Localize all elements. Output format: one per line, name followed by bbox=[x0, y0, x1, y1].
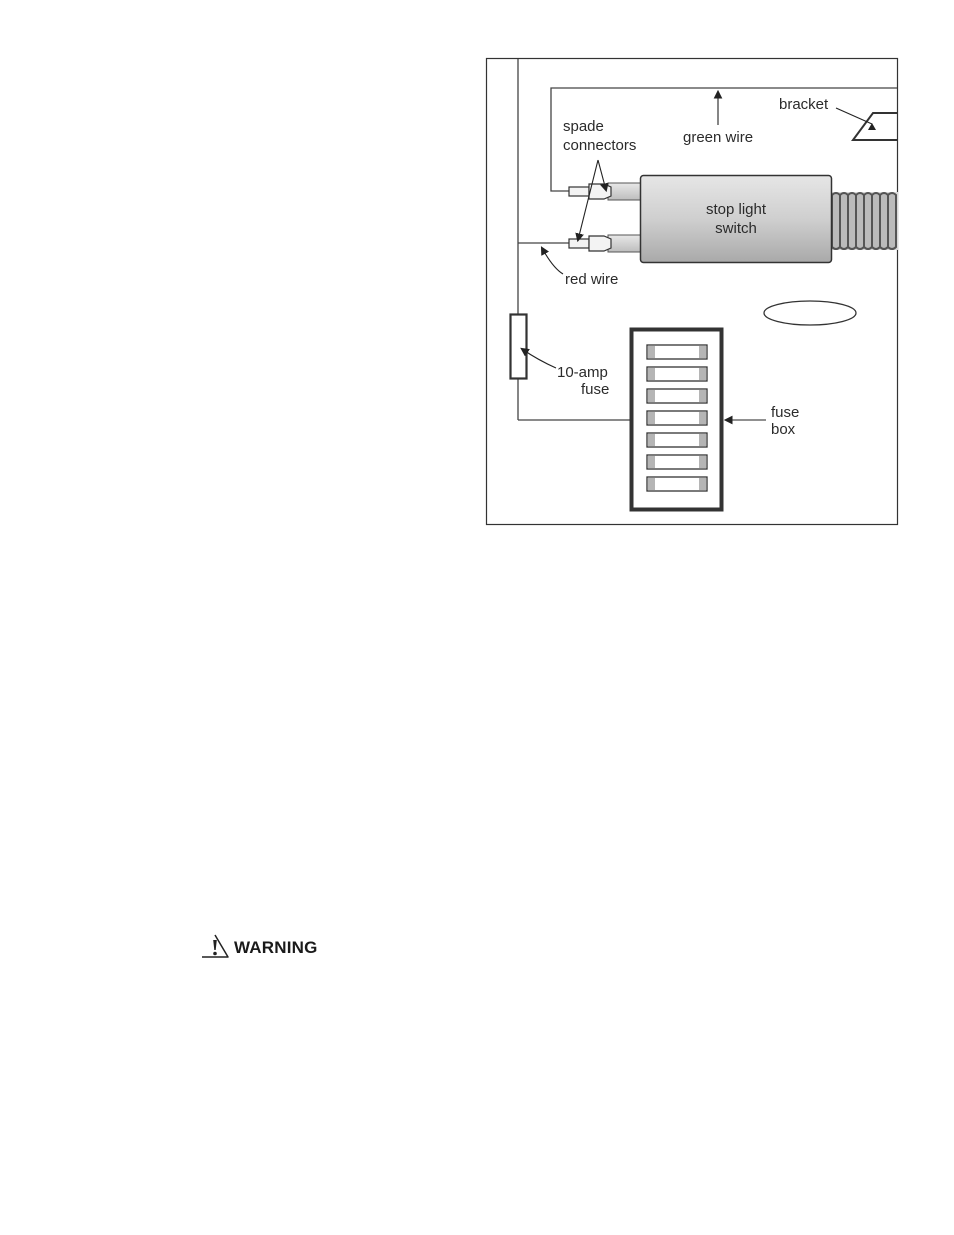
spade-connector-lower bbox=[569, 236, 611, 251]
switch-spring bbox=[828, 192, 898, 250]
warning-label: WARNING bbox=[234, 938, 318, 958]
spade-connectors-label-line1: spade bbox=[563, 118, 604, 135]
fuse-slot bbox=[647, 389, 707, 403]
fuse-label-line2: fuse bbox=[581, 381, 609, 398]
fuse-slot bbox=[647, 411, 707, 425]
empty-callout-oval bbox=[764, 301, 856, 325]
switch-terminal-upper bbox=[608, 183, 641, 200]
fuse-slot bbox=[647, 433, 707, 447]
red-wire-leader bbox=[542, 248, 563, 274]
spade-connectors-label-line2: connectors bbox=[563, 137, 636, 154]
switch-label-line2: switch bbox=[715, 220, 757, 237]
warning-heading: WARNING bbox=[200, 934, 318, 962]
fuse-slot bbox=[647, 455, 707, 469]
fuse-box-label-line1: fuse bbox=[771, 404, 799, 421]
fuse-slot bbox=[647, 367, 707, 381]
fuse-box-label-line2: box bbox=[771, 421, 796, 438]
spade-leader-lower bbox=[578, 160, 598, 240]
inline-fuse bbox=[511, 315, 527, 379]
bracket-leader bbox=[836, 108, 872, 124]
fuse-slot bbox=[647, 345, 707, 359]
fuse-label-line1: 10-amp bbox=[557, 364, 608, 381]
bracket-arrow bbox=[868, 123, 876, 130]
fuse-slot bbox=[647, 477, 707, 491]
warning-triangle-icon bbox=[200, 933, 230, 964]
bracket-label: bracket bbox=[779, 96, 829, 113]
red-wire-label: red wire bbox=[565, 271, 618, 288]
green-wire-label: green wire bbox=[683, 129, 753, 146]
switch-label-line1: stop light bbox=[706, 201, 767, 218]
switch-terminal-lower bbox=[608, 235, 641, 252]
stop-light-switch bbox=[641, 176, 832, 263]
bracket bbox=[853, 113, 897, 140]
fuse-slots bbox=[647, 345, 707, 491]
